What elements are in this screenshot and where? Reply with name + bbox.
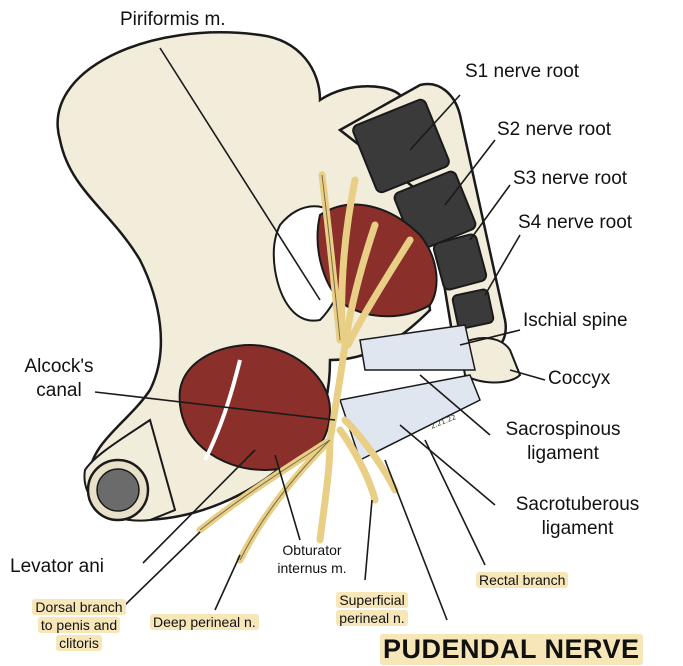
label-piriformis: Piriformis m. — [120, 8, 226, 32]
label-coccyx: Coccyx — [548, 367, 610, 391]
s4-segment — [452, 289, 494, 330]
label-alcocks-line1: Alcock's — [16, 355, 102, 379]
label-sacrospinous-line2: ligament — [498, 442, 628, 466]
label-s3-nerve-root: S3 nerve root — [513, 167, 627, 191]
label-dorsal-line1: Dorsal branch — [32, 599, 125, 615]
label-obturator-line2: internus m. — [262, 559, 362, 577]
label-superficial-line2: perineal n. — [336, 610, 407, 626]
label-alcocks-canal: Alcock's canal — [16, 355, 102, 403]
label-dorsal-branch: Dorsal branch to penis and clitoris — [14, 598, 144, 653]
sacrotuberous-ligament-shape — [340, 375, 480, 460]
label-sacrotuberous-ligament: Sacrotuberous ligament — [495, 493, 660, 541]
label-alcocks-line2: canal — [16, 379, 102, 403]
label-rectal-branch-text: Rectal branch — [476, 572, 568, 588]
title-pudendal-nerve: PUDENDAL NERVE — [380, 634, 643, 665]
label-levator-ani: Levator ani — [10, 555, 104, 579]
label-dorsal-line2: to penis and — [38, 617, 120, 633]
label-sacrospinous-line1: Sacrospinous — [498, 418, 628, 442]
label-dorsal-line3: clitoris — [56, 635, 102, 651]
label-superficial-perineal: Superficial perineal n. — [327, 591, 417, 627]
label-deep-perineal: Deep perineal n. — [150, 613, 259, 631]
label-s1-nerve-root: S1 nerve root — [465, 60, 579, 84]
label-obturator-line1: Obturator — [262, 541, 362, 559]
label-obturator-internus: Obturator internus m. — [262, 541, 362, 577]
label-sacrospinous-ligament: Sacrospinous ligament — [498, 418, 628, 466]
label-rectal-branch: Rectal branch — [476, 571, 568, 589]
label-s2-nerve-root: S2 nerve root — [497, 118, 611, 142]
label-s4-nerve-root: S4 nerve root — [518, 211, 632, 235]
label-sacrotuberous-line2: ligament — [495, 517, 660, 541]
label-sacrotuberous-line1: Sacrotuberous — [495, 493, 660, 517]
label-ischial-spine: Ischial spine — [523, 309, 628, 333]
label-superficial-line1: Superficial — [336, 592, 407, 608]
label-deep-perineal-text: Deep perineal n. — [150, 614, 259, 630]
